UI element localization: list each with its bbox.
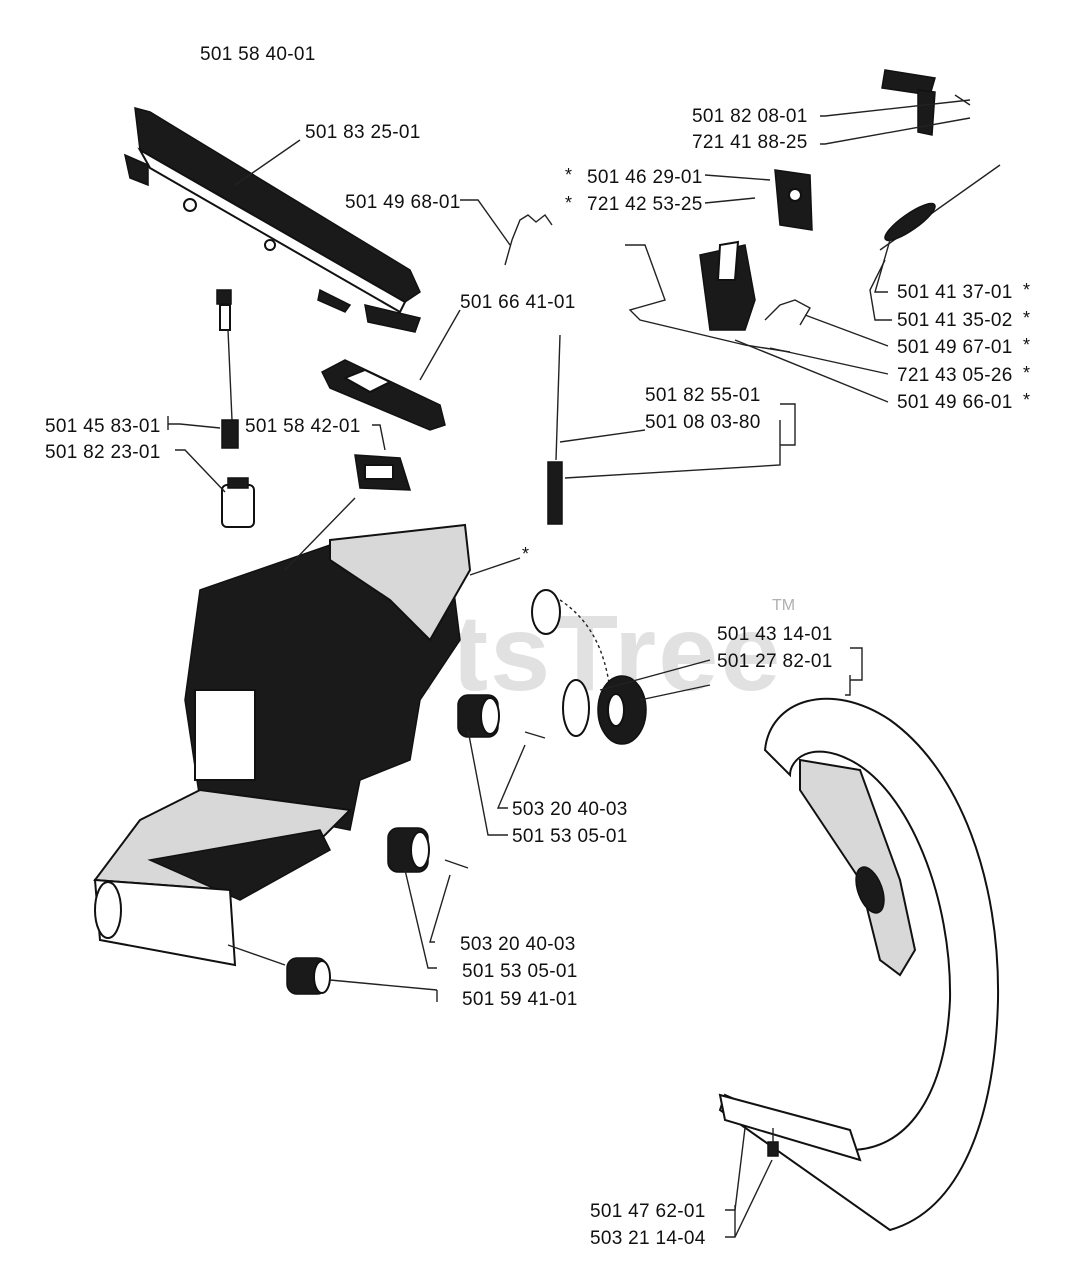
part-av-mount-bottom[interactable] — [286, 957, 331, 995]
asterisk: * — [1023, 363, 1030, 383]
leader-lines — [167, 99, 971, 1238]
label-503-20-40-03-lower[interactable]: 503 20 40-03 — [460, 934, 576, 955]
asterisk: * — [1023, 390, 1030, 410]
asterisk: * — [565, 193, 572, 213]
label-501-47-62-01[interactable]: 501 47 62-01 — [590, 1201, 706, 1222]
part-rod[interactable] — [547, 334, 563, 525]
asterisk: * — [1023, 335, 1030, 355]
label-721-42-53-25[interactable]: 721 42 53-25 — [587, 194, 703, 215]
label-501-66-41-01[interactable]: 501 66 41-01 — [460, 292, 576, 313]
part-throttle-cable[interactable] — [216, 289, 239, 449]
asterisk: * — [565, 165, 572, 185]
label-501-83-25-01[interactable]: 501 83 25-01 — [305, 122, 421, 143]
label-501-45-83-01[interactable]: 501 45 83-01 — [45, 416, 161, 437]
part-brake-lever[interactable] — [320, 359, 446, 431]
part-small-cover[interactable] — [354, 454, 412, 491]
label-501-82-55-01[interactable]: 501 82 55-01 — [645, 385, 761, 406]
label-501-49-68-01[interactable]: 501 49 68-01 — [345, 192, 461, 213]
part-lever-assembly[interactable] — [625, 240, 791, 353]
part-av-mount-upper[interactable] — [457, 694, 546, 739]
label-503-21-14-04[interactable]: 503 21 14-04 — [590, 1228, 706, 1249]
label-501-82-08-01[interactable]: 501 82 08-01 — [692, 106, 808, 127]
label-501-41-35-02[interactable]: 501 41 35-02 — [897, 310, 1013, 331]
label-501-49-66-01[interactable]: 501 49 66-01 — [897, 392, 1013, 413]
part-grommet[interactable] — [221, 477, 255, 528]
label-501-53-05-01-upper[interactable]: 501 53 05-01 — [512, 826, 628, 847]
label-501-53-05-01-lower[interactable]: 501 53 05-01 — [462, 961, 578, 982]
label-501-27-82-01[interactable]: 501 27 82-01 — [717, 651, 833, 672]
label-503-20-40-03-upper[interactable]: 503 20 40-03 — [512, 799, 628, 820]
part-chain-brake-cover[interactable] — [123, 106, 421, 333]
label-721-41-88-25[interactable]: 721 41 88-25 — [692, 132, 808, 153]
assembly-code: 501 58 40-01 — [200, 44, 316, 65]
label-501-82-23-01[interactable]: 501 82 23-01 — [45, 442, 161, 463]
part-av-mount-lower[interactable] — [387, 827, 469, 873]
label-501-58-42-01[interactable]: 501 58 42-01 — [245, 416, 361, 437]
label-501-46-29-01[interactable]: 501 46 29-01 — [587, 167, 703, 188]
label-721-43-05-26[interactable]: 721 43 05-26 — [897, 365, 1013, 386]
part-bracket[interactable] — [774, 169, 813, 231]
part-oil-cap[interactable] — [531, 589, 647, 745]
part-handle-screw[interactable] — [767, 1128, 779, 1157]
asterisk: * — [1023, 308, 1030, 328]
part-shaft[interactable] — [879, 164, 1001, 251]
part-labels: 501 83 25-01 501 49 68-01 501 66 41-01 5… — [45, 106, 1030, 1249]
asterisk-housing: * — [522, 544, 529, 564]
label-501-08-03-80[interactable]: 501 08 03-80 — [645, 412, 761, 433]
watermark-tm: TM — [772, 597, 795, 614]
part-front-handle[interactable] — [718, 697, 1000, 1232]
label-501-49-67-01[interactable]: 501 49 67-01 — [897, 337, 1013, 358]
label-501-43-14-01[interactable]: 501 43 14-01 — [717, 624, 833, 645]
label-501-59-41-01[interactable]: 501 59 41-01 — [462, 989, 578, 1010]
part-housing[interactable] — [93, 523, 472, 967]
part-spring-right[interactable] — [764, 299, 811, 326]
part-spring-small[interactable] — [504, 213, 553, 266]
part-throttle-trigger[interactable] — [881, 69, 971, 136]
asterisk: * — [1023, 280, 1030, 300]
label-501-41-37-01[interactable]: 501 41 37-01 — [897, 282, 1013, 303]
